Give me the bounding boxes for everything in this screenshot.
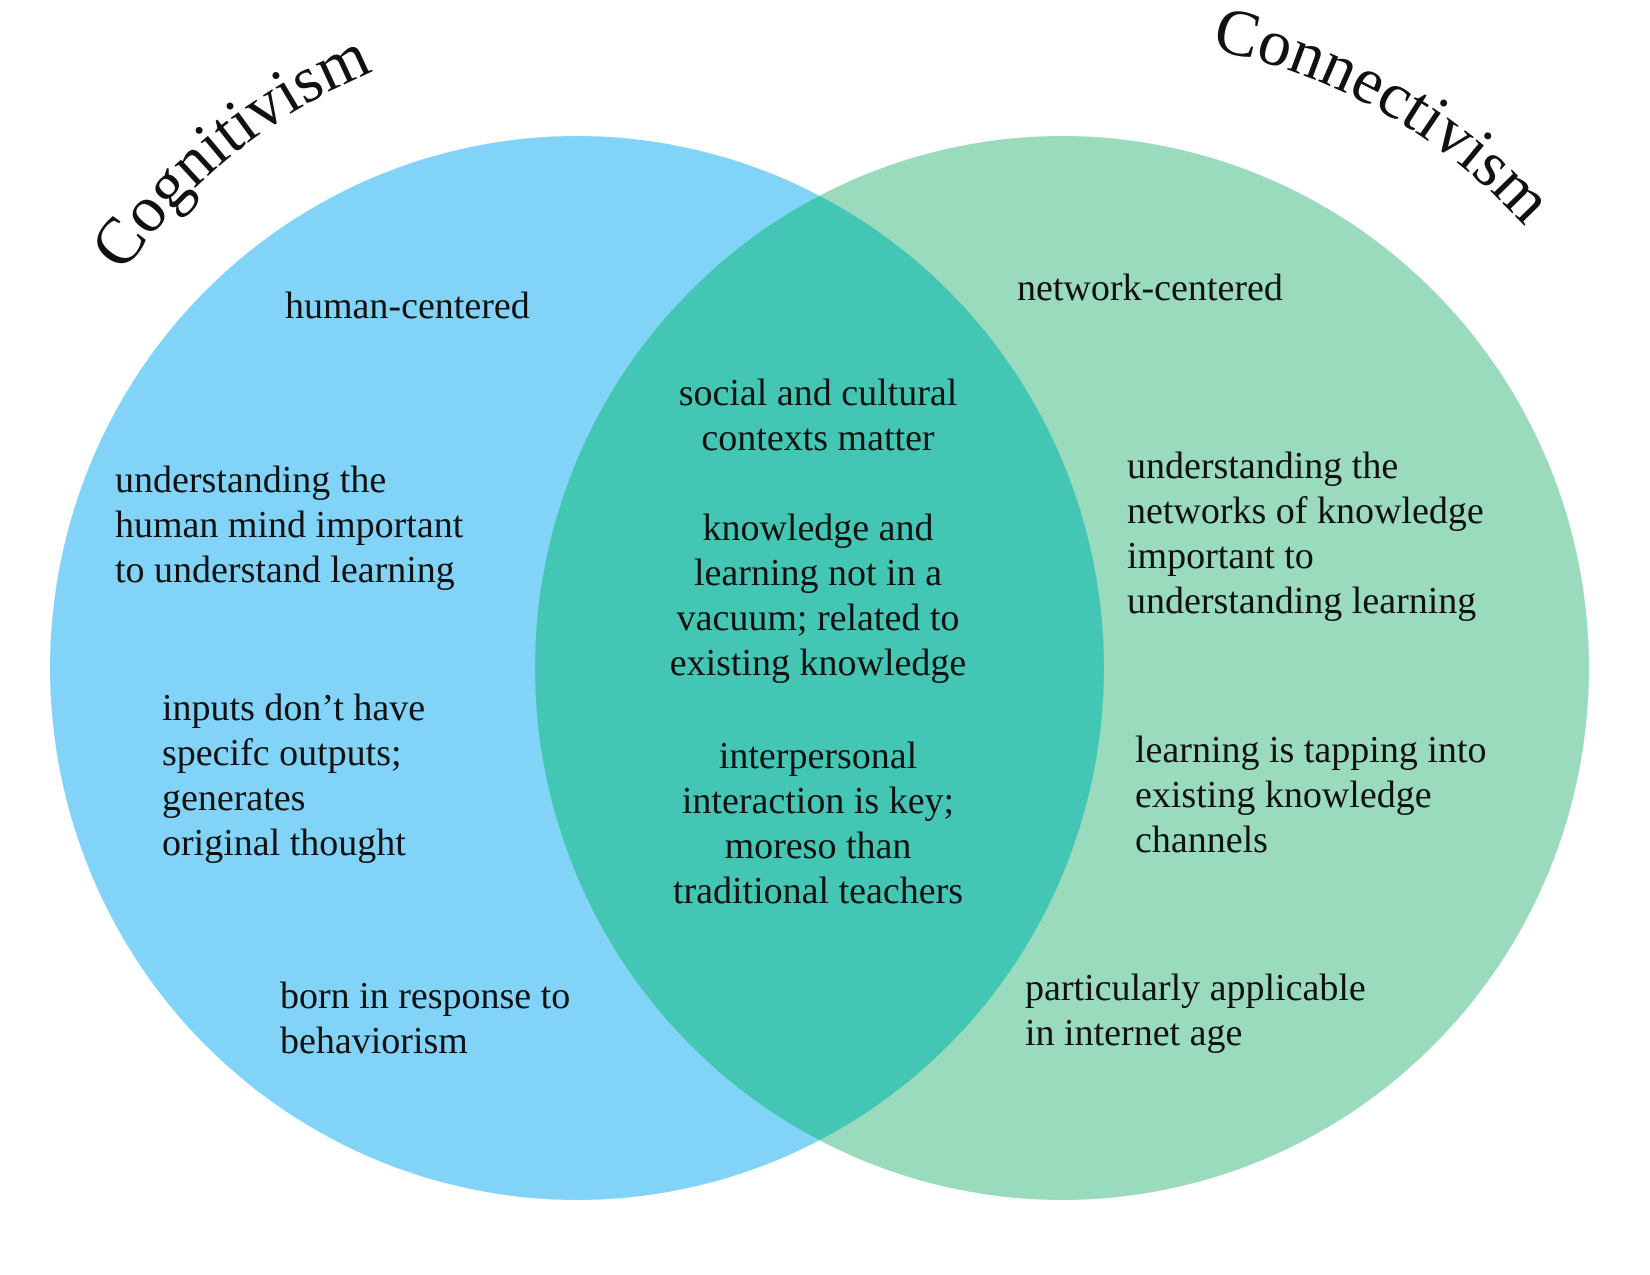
note-line: learning not in a <box>694 552 942 594</box>
note-line: understanding the <box>1127 445 1398 487</box>
note-line: vacuum; related to <box>677 597 960 639</box>
note-line: interpersonal <box>719 735 917 777</box>
note-line: particularly applicable <box>1025 967 1366 1009</box>
note-line: human-centered <box>285 285 530 327</box>
note-line: moreso than <box>725 825 912 867</box>
overlap-region <box>535 136 1104 1200</box>
note-line: existing knowledge <box>670 642 967 684</box>
note-line: specifc outputs; <box>162 732 402 774</box>
note-line: network-centered <box>1017 267 1283 309</box>
note-line: existing knowledge <box>1135 774 1432 816</box>
note-line: contexts matter <box>701 417 935 459</box>
note-line: behaviorism <box>280 1020 468 1062</box>
note-line: interaction is key; <box>682 780 954 822</box>
note-line: learning is tapping into <box>1135 729 1486 771</box>
note-line: social and cultural <box>679 372 958 414</box>
note-line: channels <box>1135 819 1268 861</box>
note-line: inputs don’t have <box>162 687 425 729</box>
note-line: traditional teachers <box>673 870 963 912</box>
note-line: human mind important <box>115 504 464 546</box>
note-line: to understand learning <box>115 549 455 591</box>
note-line: understanding learning <box>1127 580 1476 622</box>
note-line: original thought <box>162 822 406 864</box>
note-line: born in response to <box>280 975 570 1017</box>
right-note-network-centered: network-centered <box>1017 267 1283 309</box>
note-line: knowledge and <box>702 507 933 549</box>
note-line: generates <box>162 777 305 819</box>
left-note-human-centered: human-centered <box>285 285 530 327</box>
note-line: understanding the <box>115 459 386 501</box>
note-line: networks of knowledge <box>1127 490 1484 532</box>
note-line: important to <box>1127 535 1314 577</box>
note-line: in internet age <box>1025 1012 1242 1054</box>
